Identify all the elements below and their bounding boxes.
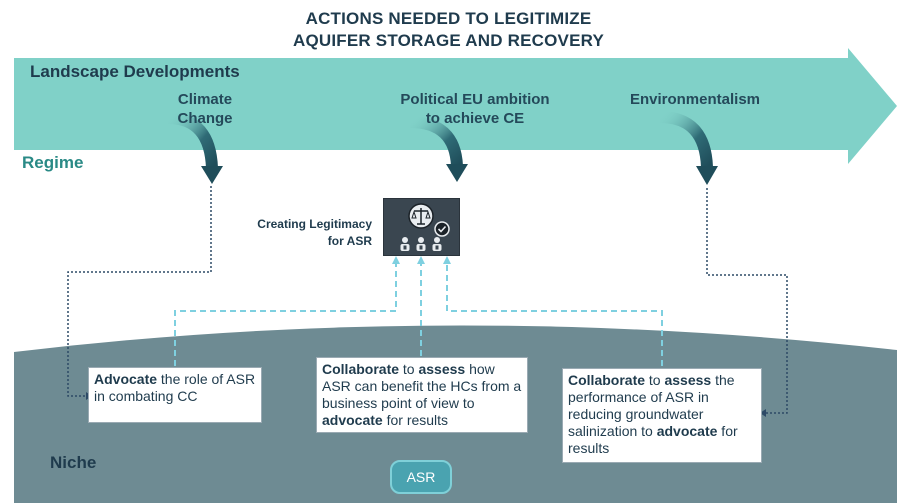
legitimacy-label-line: for ASR [327, 234, 372, 248]
action-keyword: advocate [322, 412, 383, 428]
landscape-arrow [14, 48, 897, 164]
pressure-arrow-environmentalism [659, 111, 718, 185]
pressure-environmentalism: Environmentalism [615, 90, 775, 109]
action-box-business-assessment: Collaborate to assess how ASR can benefi… [316, 357, 528, 433]
action-text: to [645, 372, 665, 388]
niche-label: Niche [50, 453, 97, 472]
action-keyword: advocate [656, 423, 718, 439]
action-box-advocate: Advocate the role of ASR in combating CC [88, 367, 262, 423]
legitimacy-label-line: Creating Legitimacy [257, 217, 372, 231]
pressure-line: to achieve CE [425, 110, 525, 127]
connector-box3 [446, 262, 663, 366]
action-text: for results [568, 423, 738, 456]
legitimacy-label: Creating Legitimacy for ASR [240, 216, 372, 250]
action-text: the role of ASR in combating CC [94, 371, 256, 404]
title-line-1: ACTIONS NEEDED TO LEGITIMIZE [305, 9, 592, 28]
regime-label: Regime [22, 153, 84, 172]
landscape-label: Landscape Developments [30, 62, 240, 81]
pressure-arrow-climate [167, 112, 223, 184]
action-text: to [399, 361, 419, 377]
action-keyword: assess [664, 372, 712, 388]
connector-box1 [174, 262, 397, 366]
action-text: the performance of ASR in reducing groun… [568, 372, 735, 439]
action-keyword: Advocate [94, 371, 158, 387]
pressure-climate-change: Climate Change [150, 90, 260, 128]
scales-of-justice-with-people-icon [383, 198, 460, 256]
pressure-line: Climate [177, 91, 233, 108]
action-keyword: Collaborate [568, 372, 646, 388]
pressure-line: Change [177, 110, 233, 127]
connector-climate [67, 186, 212, 397]
pressure-arrow-political [409, 116, 468, 182]
connector-environmentalism [706, 188, 788, 414]
asr-niche-pill: ASR [390, 460, 452, 494]
action-text: for results [382, 412, 449, 428]
action-text: how ASR can benefit the HCs from a busin… [322, 361, 522, 411]
pressure-political-eu-ambition: Political EU ambition to achieve CE [385, 90, 565, 128]
action-box-salinization-assessment: Collaborate to assess the performance of… [562, 368, 762, 463]
diagram-title: ACTIONS NEEDED TO LEGITIMIZE AQUIFER STO… [0, 8, 897, 52]
title-line-2: AQUIFER STORAGE AND RECOVERY [292, 31, 604, 50]
pressure-line: Political EU ambition [400, 91, 550, 108]
action-keyword: Collaborate [322, 361, 400, 377]
pressure-line: Environmentalism [629, 91, 761, 108]
action-keyword: assess [418, 361, 466, 377]
